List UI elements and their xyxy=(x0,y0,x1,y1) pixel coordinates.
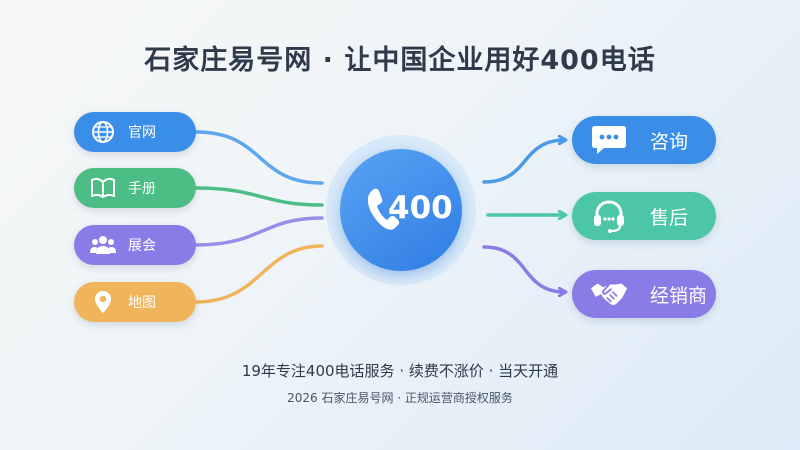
handshake-icon xyxy=(590,275,628,313)
pill-label: 咨询 xyxy=(650,130,689,153)
pill-zhanhui[interactable]: 展会 xyxy=(74,225,196,265)
connector-shouce xyxy=(194,186,324,207)
pill-guanwang[interactable]: 官网 xyxy=(74,112,196,152)
pill-label: 地图 xyxy=(128,295,156,311)
pill-label: 经销商 xyxy=(650,284,708,307)
pill-label: 手册 xyxy=(128,181,156,197)
hub-circle[interactable] xyxy=(340,149,462,271)
book-icon xyxy=(90,175,116,201)
page-title: 石家庄易号网 · 让中国企业用好400电话 xyxy=(144,45,656,76)
pill-ditu[interactable]: 地图 xyxy=(74,282,196,322)
pill-jingxiaoshang[interactable]: 经销商 xyxy=(572,270,716,318)
pill-label: 售后 xyxy=(650,206,689,229)
connector-ditu xyxy=(194,244,324,304)
connector-jingxiaoshang xyxy=(482,245,565,292)
pill-shouhou[interactable]: 售后 xyxy=(572,192,716,240)
headset-icon xyxy=(590,197,628,235)
chat-icon xyxy=(590,121,628,159)
hub-number: 400 xyxy=(388,190,453,226)
people-icon xyxy=(90,232,116,258)
pill-label: 官网 xyxy=(128,125,156,141)
map-pin-icon xyxy=(90,289,116,315)
phone-icon xyxy=(367,188,400,230)
pill-zixun[interactable]: 咨询 xyxy=(572,116,716,164)
footer-features: 19年专注400电话服务 · 续费不涨价 · 当天开通 xyxy=(241,362,559,380)
connector-zixun xyxy=(482,140,565,184)
connector-zhanhui xyxy=(194,216,324,247)
footer-copyright: 2026 石家庄易号网 · 正规运营商授权服务 xyxy=(287,391,513,405)
pill-shouce[interactable]: 手册 xyxy=(74,168,196,208)
pill-label: 展会 xyxy=(128,238,156,254)
connector-guanwang xyxy=(194,130,324,185)
globe-icon xyxy=(90,119,116,145)
